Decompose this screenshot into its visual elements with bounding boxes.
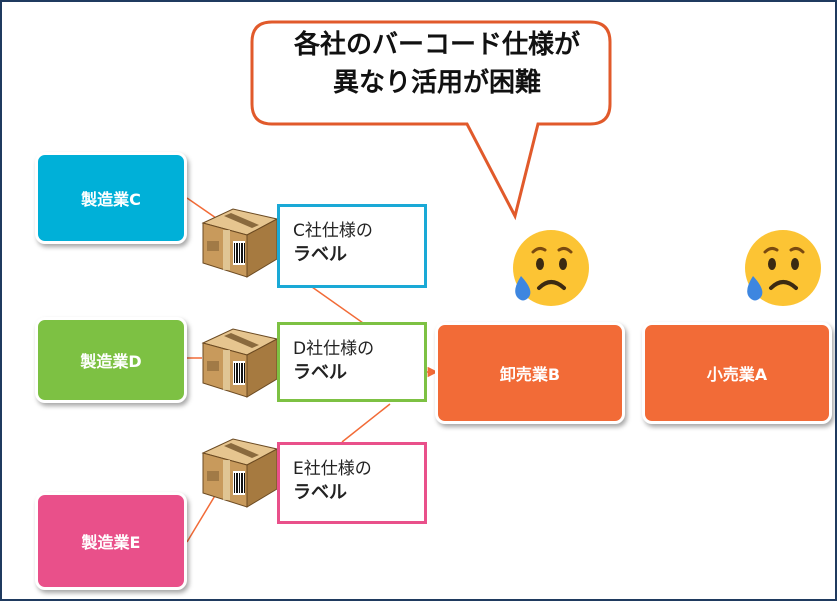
barcode-icon	[233, 241, 245, 265]
cardboard-box-icon	[201, 328, 279, 398]
label-d-line-2: ラベル	[293, 362, 347, 383]
manufacturer-e-box: 製造業E	[35, 492, 187, 590]
sad-face-icon	[745, 230, 821, 306]
label-c-line-1: C社仕様の	[293, 221, 373, 241]
tear-icon	[515, 276, 531, 301]
label-e-card: E社仕様の ラベル	[277, 442, 427, 524]
barcode-icon	[233, 361, 245, 385]
connector-e-to-wholesaler	[341, 403, 391, 443]
connector-e-to-package	[186, 493, 217, 543]
connector-c-to-package	[186, 197, 217, 219]
callout-line-2: 異なり活用が困難	[332, 68, 541, 98]
cardboard-box-icon	[201, 208, 279, 278]
tear-icon	[747, 276, 763, 301]
sad-face-icon	[513, 230, 589, 306]
manufacturer-d-box: 製造業D	[35, 317, 187, 403]
manufacturer-c-box: 製造業C	[35, 152, 187, 244]
label-e-line-2: ラベル	[293, 482, 347, 503]
retailer-a-box: 小売業A	[642, 322, 832, 424]
callout-bubble	[250, 20, 612, 221]
label-d-line-1: D社仕様の	[293, 339, 375, 359]
barcode-icon	[233, 471, 245, 495]
label-e-line-1: E社仕様の	[293, 459, 372, 479]
label-d-card: D社仕様の ラベル	[277, 322, 427, 402]
cardboard-box-icon	[201, 438, 279, 508]
wholesaler-b-box: 卸売業B	[435, 322, 625, 424]
label-c-line-2: ラベル	[293, 244, 347, 265]
label-c-card: C社仕様の ラベル	[277, 204, 427, 288]
callout-text: 各社のバーコード仕様が 異なり活用が困難	[252, 26, 622, 102]
callout-line-1: 各社のバーコード仕様が	[293, 30, 580, 60]
